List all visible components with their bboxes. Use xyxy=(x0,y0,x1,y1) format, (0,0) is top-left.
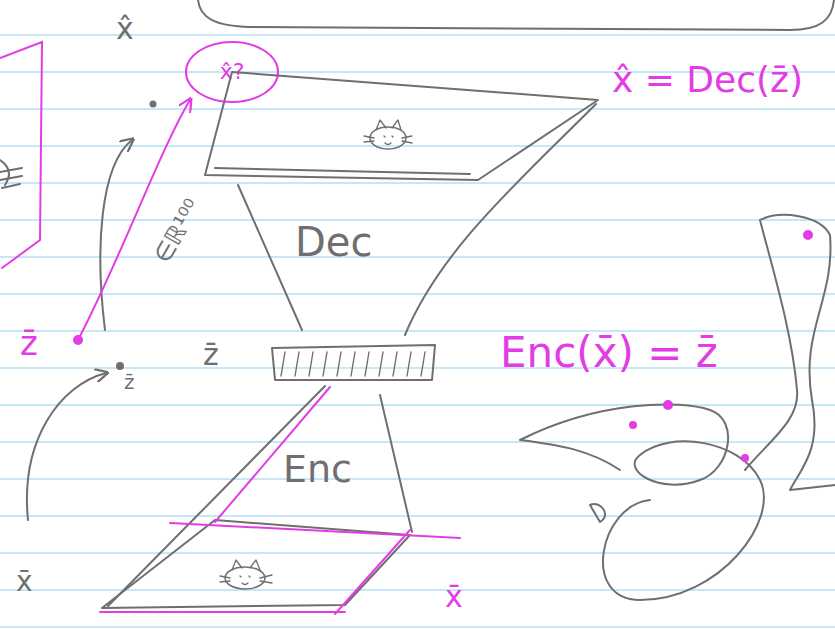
ruled-line xyxy=(0,109,835,110)
ruled-line xyxy=(0,442,835,443)
decoder-equation: x̂ = Dec(z̄) xyxy=(612,62,803,98)
latent-symbol: z̄ xyxy=(20,326,38,360)
latent-symbol: z̄ xyxy=(203,340,219,370)
ruled-line xyxy=(0,183,835,184)
data-manifold xyxy=(520,215,835,600)
ruled-lines xyxy=(0,35,835,627)
point xyxy=(151,102,156,107)
data-point xyxy=(664,401,672,409)
node-outline xyxy=(95,382,465,618)
ruled-line xyxy=(0,627,835,628)
frame-edge xyxy=(0,42,42,268)
input-symbol: x̄ xyxy=(445,582,463,612)
output-symbol: x̂ xyxy=(116,14,134,44)
data-point xyxy=(804,231,812,239)
data-point xyxy=(742,455,748,461)
latent-symbol: z̄ xyxy=(124,372,135,392)
data-point xyxy=(630,422,636,428)
node-label: Enc xyxy=(283,450,352,488)
map-arrow xyxy=(27,373,106,520)
top-outline xyxy=(198,0,834,30)
ruled-line xyxy=(0,516,835,517)
ruled-line xyxy=(0,479,835,480)
encoder-equation: Enc(x̄) = z̄ xyxy=(500,332,718,374)
encoder-funnel: Enc xyxy=(95,382,465,618)
latent-dimension: ∈ℝ¹⁰⁰ xyxy=(150,195,205,267)
scribble xyxy=(0,160,22,188)
ruled-line xyxy=(0,553,835,554)
ruled-line xyxy=(0,220,835,221)
ruled-line xyxy=(0,405,835,406)
ruled-line xyxy=(0,294,835,295)
node-label: Dec xyxy=(295,222,372,262)
input-symbol: x̄ xyxy=(16,568,33,596)
point xyxy=(117,363,123,369)
ruled-line xyxy=(0,257,835,258)
